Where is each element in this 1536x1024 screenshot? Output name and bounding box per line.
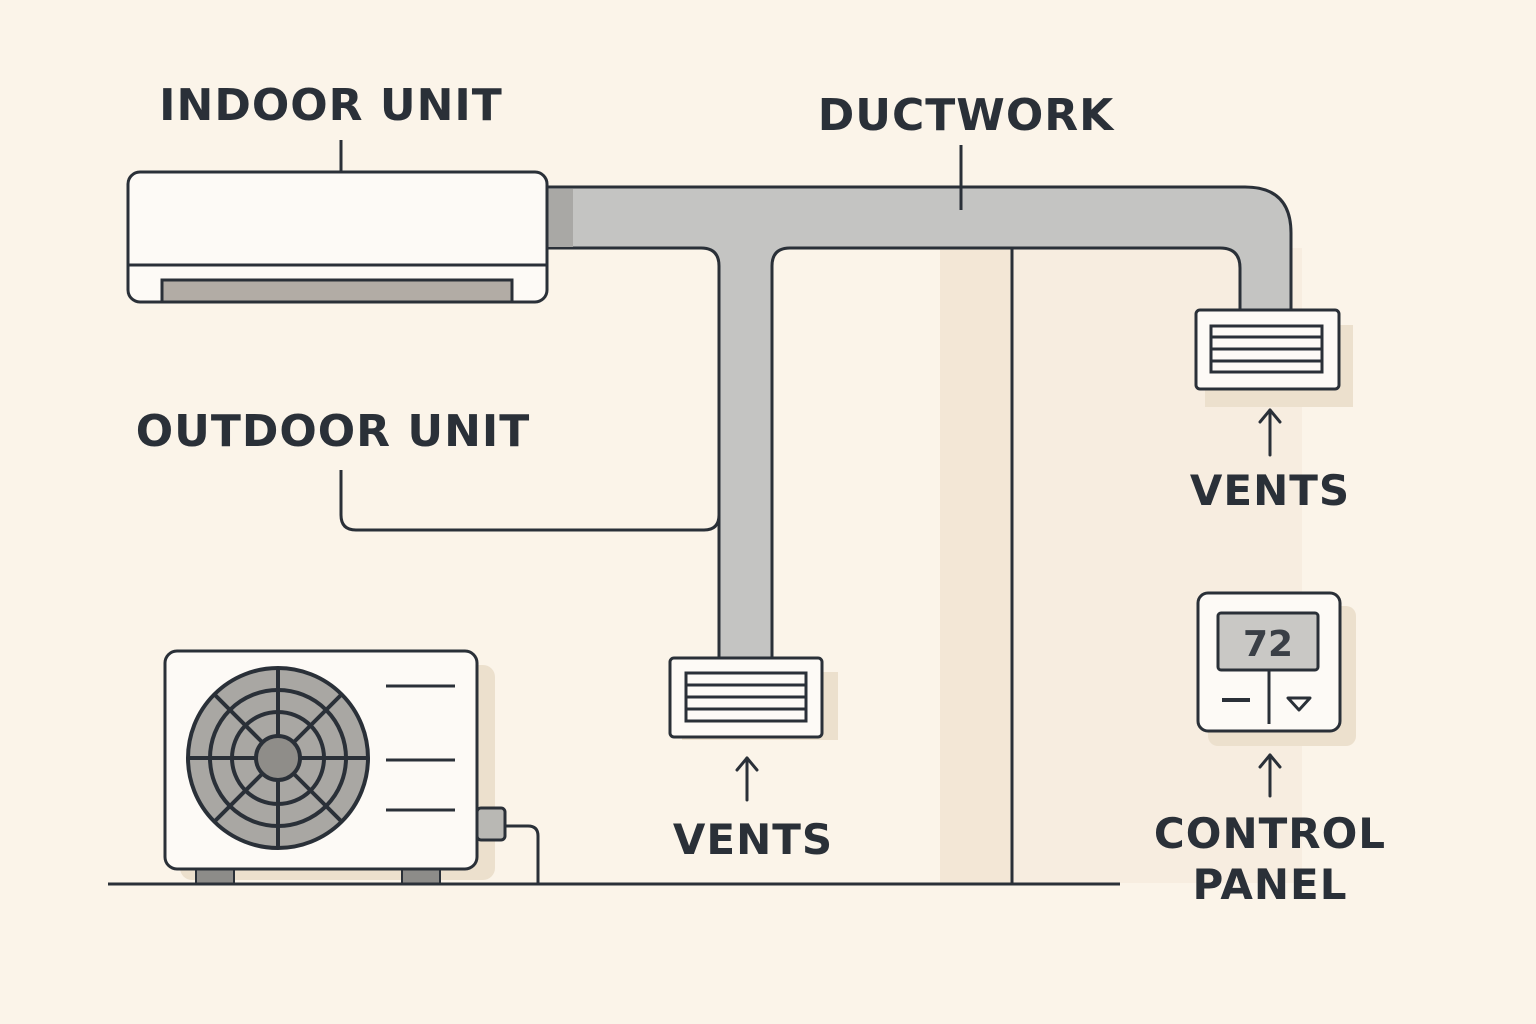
arrow-up-icon bbox=[1258, 408, 1282, 457]
thermostat-temperature: 72 bbox=[1243, 624, 1293, 665]
label-control-panel-line2: PANEL bbox=[1192, 860, 1347, 909]
down-arrow-icon bbox=[1286, 696, 1312, 712]
ductwork bbox=[543, 185, 1293, 662]
fan-icon bbox=[186, 666, 370, 850]
label-vents-right: VENTS bbox=[1190, 466, 1350, 515]
label-ductwork: DUCTWORK bbox=[818, 90, 1115, 141]
indoor-unit bbox=[126, 170, 549, 304]
outdoor-unit bbox=[163, 649, 540, 885]
label-indoor-unit: INDOOR UNIT bbox=[159, 80, 503, 131]
vent-left bbox=[668, 656, 838, 740]
arrow-up-icon bbox=[735, 756, 759, 802]
control-panel: 72 bbox=[1196, 591, 1356, 746]
label-outdoor-unit: OUTDOOR UNIT bbox=[136, 406, 531, 457]
vent-right bbox=[1194, 308, 1353, 407]
arrow-up-icon bbox=[1258, 753, 1282, 798]
leader-lines bbox=[339, 140, 963, 532]
label-vents-left: VENTS bbox=[673, 815, 833, 864]
label-control-panel-line1: CONTROL bbox=[1154, 809, 1386, 858]
arrows bbox=[735, 408, 1282, 802]
